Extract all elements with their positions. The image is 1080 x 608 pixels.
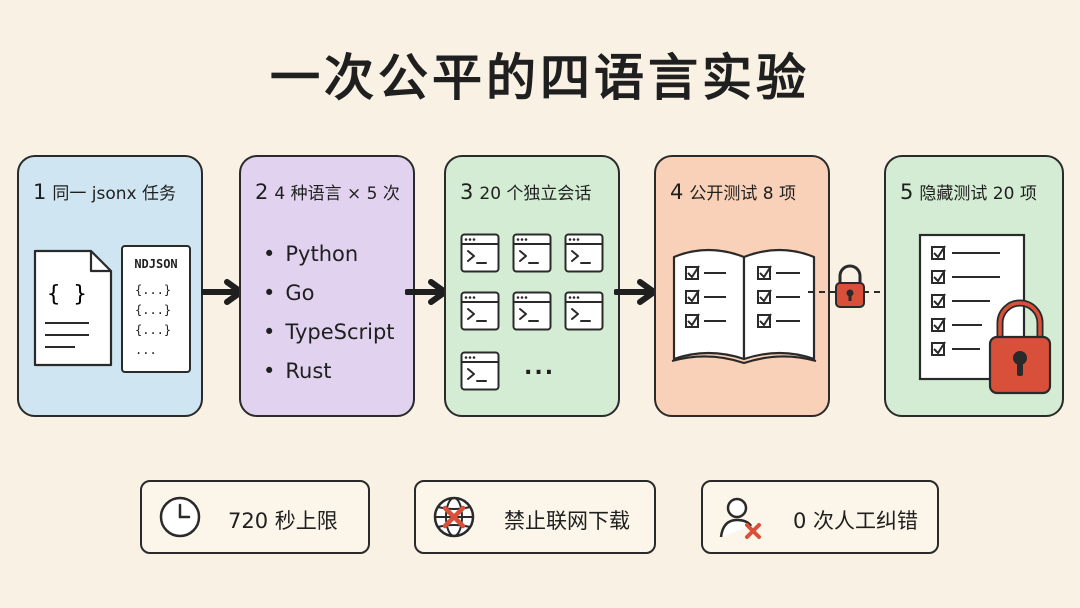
- language-list: Python Go TypeScript Rust: [263, 235, 395, 391]
- open-book-checklist-icon: [671, 248, 817, 365]
- terminal-window-icon: [564, 233, 604, 273]
- terminal-window-icon: [460, 351, 500, 391]
- language-item: Go: [263, 274, 395, 313]
- terminal-window-icon: [512, 233, 552, 273]
- json-document-icon: { }: [33, 249, 113, 367]
- ndjson-card: NDJSON {...} {...} {...} ...: [121, 245, 191, 373]
- ndjson-title: NDJSON: [134, 257, 178, 271]
- step-number: 2: [255, 180, 269, 204]
- terminal-window-icon: [512, 291, 552, 331]
- arrow-right-icon: [614, 279, 657, 305]
- constraint-text: 720 秒上限: [228, 509, 338, 533]
- large-lock-icon: [988, 299, 1052, 395]
- constraint-no-human-fix: 0 次人工纠错: [701, 480, 939, 554]
- ndjson-line: ...: [135, 343, 157, 357]
- arrow-right-icon: [405, 279, 448, 305]
- clock-icon: [159, 496, 201, 538]
- terminal-window-icon: [564, 291, 604, 331]
- diagram-title: 一次公平的四语言实验: [270, 49, 810, 107]
- hidden-checklist-lock-icon: [918, 233, 1052, 395]
- step-text: 4 种语言 × 5 次: [274, 184, 400, 204]
- step-languages: 24 种语言 × 5 次 Python Go TypeScript Rust: [239, 155, 415, 417]
- language-item: Python: [263, 235, 395, 274]
- step-text: 公开测试 8 项: [689, 184, 796, 204]
- step-number: 5: [900, 180, 914, 204]
- step-number: 4: [670, 180, 684, 204]
- constraint-text: 禁止联网下载: [504, 509, 630, 533]
- json-braces: { }: [47, 282, 87, 307]
- language-item: TypeScript: [263, 313, 394, 352]
- step-number: 1: [33, 180, 47, 204]
- constraint-time-limit: 720 秒上限: [140, 480, 370, 554]
- ndjson-line: {...}: [135, 323, 172, 337]
- step-text: 20 个独立会话: [479, 184, 592, 204]
- step-text: 同一 jsonx 任务: [52, 184, 176, 204]
- step-number: 3: [460, 180, 474, 204]
- terminal-window-icon: [460, 291, 500, 331]
- globe-blocked-icon: [433, 496, 475, 538]
- user-blocked-icon: [719, 497, 761, 539]
- ndjson-line: {...}: [135, 303, 172, 317]
- constraint-text: 0 次人工纠错: [793, 509, 919, 533]
- locked-transition-connector: [808, 264, 906, 308]
- small-lock-icon: [835, 264, 865, 308]
- constraint-no-network: 禁止联网下载: [414, 480, 656, 554]
- more-sessions-ellipsis: ...: [524, 355, 556, 380]
- language-item: Rust: [263, 352, 395, 391]
- ndjson-line: {...}: [135, 283, 172, 297]
- terminal-window-icon: [460, 233, 500, 273]
- step-text: 隐藏测试 20 项: [919, 184, 1037, 204]
